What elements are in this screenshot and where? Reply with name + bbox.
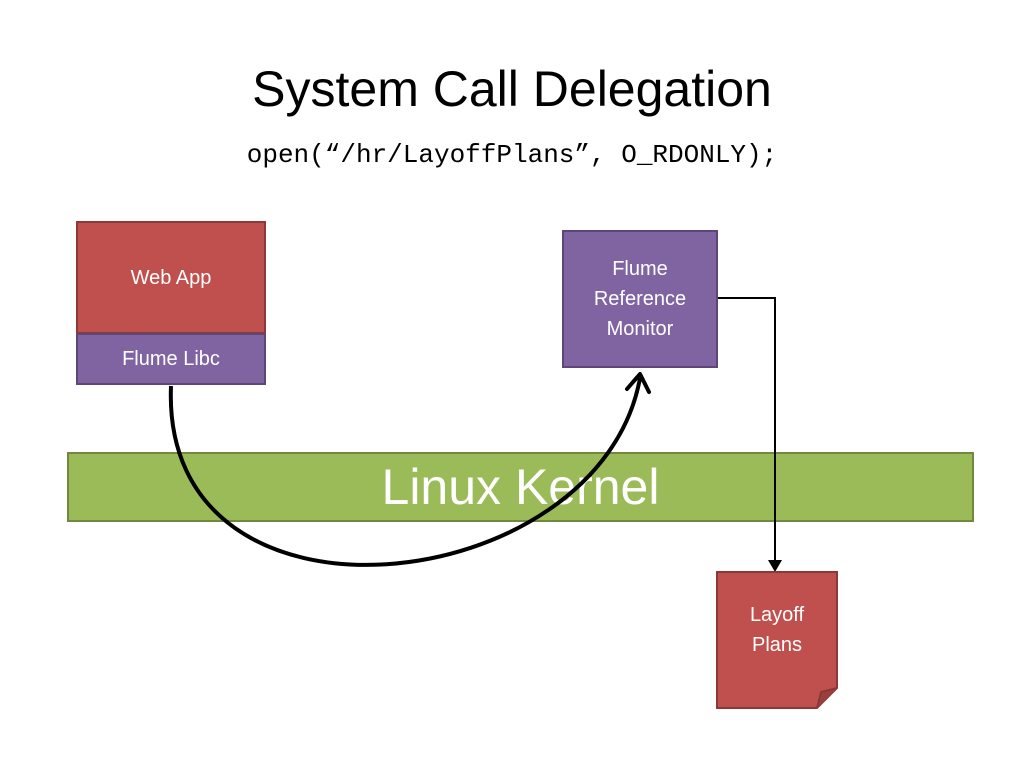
delegation-arrow [168, 377, 642, 567]
reference-monitor-box: Flume Reference Monitor [562, 230, 718, 368]
monitor-to-file-arrowhead [768, 560, 782, 572]
flume-libc-box: Flume Libc [76, 333, 266, 385]
slide-subtitle: open(“/hr/LayoffPlans”, O_RDONLY); [246, 140, 778, 170]
monitor-to-file-connector [718, 297, 776, 562]
web-app-box: Web App [76, 221, 266, 334]
linux-kernel-bar: Linux Kernel [67, 452, 974, 522]
layoff-plans-label: Layoff Plans [749, 604, 805, 656]
document-fold [816, 687, 838, 709]
slide-title: System Call Delegation [252, 61, 772, 117]
delegation-arrowhead [625, 372, 651, 394]
